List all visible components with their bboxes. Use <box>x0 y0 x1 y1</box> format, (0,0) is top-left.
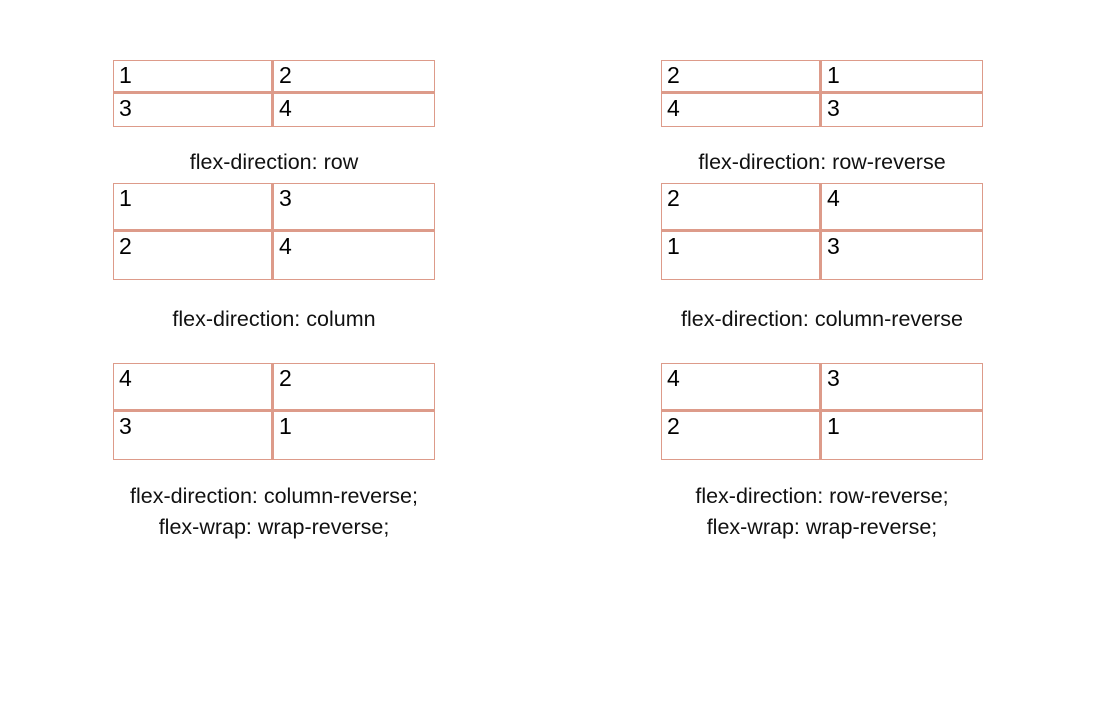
flex-item: 2 <box>274 61 434 94</box>
flex-item: 1 <box>114 61 274 94</box>
caption-line: flex-wrap: wrap-reverse; <box>158 514 390 539</box>
flex-item-label: 3 <box>279 185 292 211</box>
flex-container-preview: 4 3 2 1 <box>661 363 983 460</box>
caption-line: flex-direction: row <box>189 150 359 175</box>
flex-item: 1 <box>662 231 822 279</box>
flex-item-label: 1 <box>279 412 292 439</box>
flex-item: 4 <box>662 93 822 127</box>
flex-item: 2 <box>662 411 822 459</box>
flex-item-label: 4 <box>119 365 132 391</box>
flex-item-label: 1 <box>119 62 132 88</box>
flex-item: 3 <box>822 94 982 127</box>
flex-item-label: 4 <box>279 94 292 121</box>
caption-line: flex-direction: column-reverse <box>681 307 963 331</box>
flex-item: 4 <box>662 364 822 412</box>
caption-line: flex-direction: column-reverse; <box>130 484 418 508</box>
flex-item-label: 2 <box>667 62 680 88</box>
flex-item: 2 <box>662 184 822 232</box>
flex-item: 1 <box>822 61 982 94</box>
diagram-flex-direction-row: 1 2 3 4 flex-direction: row <box>0 0 548 178</box>
flex-container-preview: 2 1 4 3 <box>661 60 983 128</box>
flex-item: 3 <box>822 364 982 412</box>
diagram-flex-direction-column-reverse: 2 4 1 3 flex-direction: column-reverse <box>548 178 1096 356</box>
flex-item: 3 <box>274 184 434 232</box>
caption-line: flex-direction: column <box>172 307 376 331</box>
caption-line: flex-direction: row-reverse; <box>695 484 949 508</box>
flex-item-label: 4 <box>667 365 680 391</box>
diagram-flex-direction-row-reverse-wrap-reverse: 4 3 2 1 flex-direction: row-reverse; fle… <box>548 356 1096 586</box>
caption-line: flex-wrap: wrap-reverse; <box>706 514 938 539</box>
flex-item: 3 <box>114 93 274 127</box>
flex-container-preview: 1 2 3 4 <box>113 60 435 128</box>
flex-item: 3 <box>114 411 274 459</box>
diagram-caption: flex-direction: column-reverse; flex-wra… <box>130 481 418 542</box>
flex-item: 4 <box>274 94 434 127</box>
diagram-grid: 1 2 3 4 flex-direction: row 2 1 4 3 flex… <box>0 0 1096 586</box>
flex-item-label: 2 <box>667 185 680 211</box>
flex-item-label: 3 <box>119 412 132 439</box>
diagram-flex-direction-column: 1 3 2 4 flex-direction: column <box>0 178 548 356</box>
flex-item-label: 1 <box>667 232 680 259</box>
flex-item-label: 2 <box>667 412 680 439</box>
flex-item-label: 3 <box>827 232 840 259</box>
diagram-caption: flex-direction: row-reverse; flex-wrap: … <box>695 481 948 542</box>
flex-container-preview: 2 4 1 3 <box>661 183 983 280</box>
flex-item-label: 3 <box>827 94 840 121</box>
diagram-caption: flex-direction: column-reverse <box>681 304 963 335</box>
flex-item: 4 <box>114 364 274 412</box>
diagram-flex-direction-column-reverse-wrap-reverse: 4 2 3 1 flex-direction: column-reverse; … <box>0 356 548 586</box>
flex-item: 3 <box>822 232 982 280</box>
flex-item-label: 3 <box>827 365 840 391</box>
flex-container-preview: 4 2 3 1 <box>113 363 435 460</box>
flex-item: 1 <box>822 412 982 460</box>
flex-item-label: 1 <box>827 412 840 439</box>
flex-item-label: 1 <box>119 185 132 211</box>
flex-item: 2 <box>274 364 434 412</box>
flex-item-label: 4 <box>827 185 840 211</box>
flex-item-label: 3 <box>119 94 132 121</box>
diagram-caption: flex-direction: row-reverse <box>698 147 945 178</box>
flex-item: 2 <box>662 61 822 94</box>
flex-item: 1 <box>274 412 434 460</box>
diagram-caption: flex-direction: row <box>190 147 358 178</box>
flex-item: 4 <box>274 232 434 280</box>
diagram-flex-direction-row-reverse: 2 1 4 3 flex-direction: row-reverse <box>548 0 1096 178</box>
flex-item: 1 <box>114 184 274 232</box>
flex-item: 2 <box>114 231 274 279</box>
flex-item-label: 4 <box>667 94 680 121</box>
flex-container-preview: 1 3 2 4 <box>113 183 435 280</box>
flex-item-label: 4 <box>279 232 292 259</box>
caption-line: flex-direction: row-reverse <box>698 150 946 175</box>
flex-item-label: 1 <box>827 62 840 88</box>
flex-item-label: 2 <box>279 365 292 391</box>
flex-item: 4 <box>822 184 982 232</box>
flex-item-label: 2 <box>119 232 132 259</box>
diagram-caption: flex-direction: column <box>172 304 375 335</box>
flex-item-label: 2 <box>279 62 292 88</box>
